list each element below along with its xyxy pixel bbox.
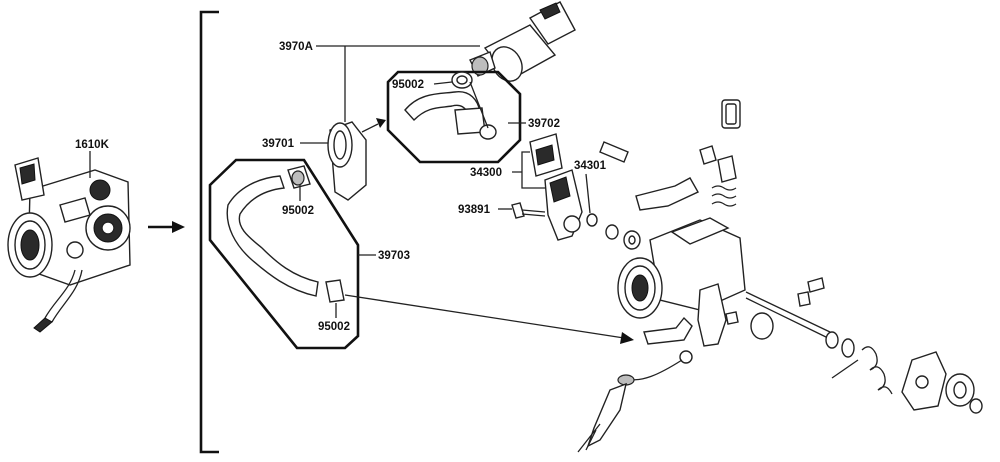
leader-oring	[585, 173, 591, 214]
label-hose-kit-bottom: 39703	[378, 250, 410, 262]
hose-kit-bottom[interactable]	[226, 165, 345, 303]
label-clip-top: 95002	[392, 79, 424, 91]
label-valve-holder: 39701	[262, 138, 295, 150]
leader-clip-top	[433, 81, 453, 85]
label-assembly: 1610K	[75, 139, 110, 151]
kit-bracket	[199, 10, 219, 454]
throttle-body-assembly[interactable]	[7, 157, 131, 333]
hose-kit-bottom-outline	[208, 158, 360, 350]
label-oring: 34301	[574, 160, 607, 172]
throttle-sensor[interactable]	[529, 133, 583, 241]
valve-holder[interactable]	[327, 121, 367, 201]
label-clip-mid: 95002	[282, 205, 314, 217]
arrow-right-icon	[344, 294, 634, 344]
hose-kit-top-outline	[386, 70, 522, 164]
exploded-throttle-body[interactable]	[577, 99, 983, 453]
bypass-valve[interactable]	[469, 1, 576, 87]
arrow-right-icon	[361, 118, 386, 133]
label-hose-kit-top: 39702	[528, 118, 560, 130]
hose-kit-top[interactable]	[404, 71, 497, 140]
label-sensor: 34300	[470, 167, 502, 179]
label-screw: 93891	[458, 204, 491, 216]
o-ring[interactable]	[586, 213, 598, 227]
leader-sensor	[512, 151, 545, 189]
label-bypass-valve: 3970A	[279, 41, 313, 53]
arrow-right-icon	[148, 221, 185, 233]
sensor-screw[interactable]	[511, 202, 546, 219]
label-clip-bottom: 95002	[318, 321, 350, 333]
